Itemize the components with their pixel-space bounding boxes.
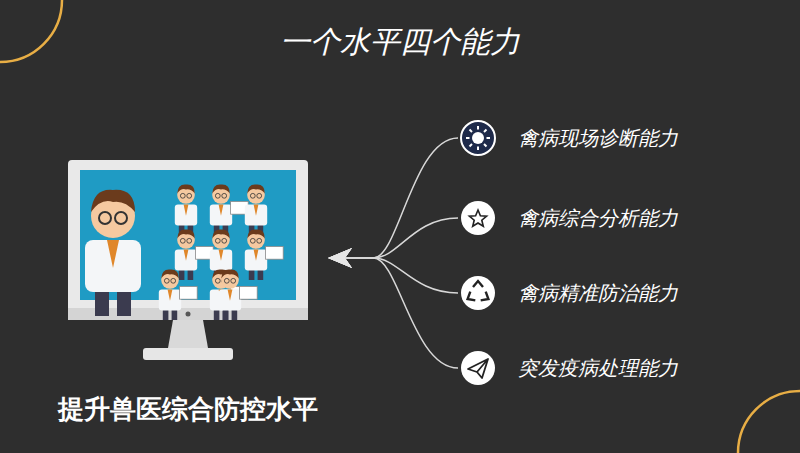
- whiteboard: [240, 286, 258, 299]
- whiteboard: [180, 286, 198, 299]
- doctor-figure: [85, 190, 141, 316]
- capability-item: 突发疫病处理能力: [458, 348, 678, 388]
- item-icon: [458, 348, 498, 388]
- branch-connector: [328, 248, 458, 368]
- monitor-caption: 提升兽医综合防控水平: [58, 392, 328, 427]
- doctor-figure: [210, 185, 232, 235]
- doctor-figure: [219, 270, 241, 320]
- branch-connector: [328, 248, 458, 293]
- whiteboard: [266, 246, 284, 259]
- monitor-illustration: [58, 158, 328, 368]
- doctor-figure: [245, 230, 267, 280]
- corner-arc: [738, 391, 800, 453]
- branch-connector: [328, 138, 458, 268]
- diagram-title: 一个水平四个能力: [0, 22, 800, 63]
- doctor-figure: [159, 270, 181, 320]
- capability-text: 突发疫病处理能力: [518, 355, 678, 382]
- capability-text: 禽病综合分析能力: [518, 205, 678, 232]
- corner-arc: [0, 0, 62, 62]
- capability-item: 禽病精准防治能力: [458, 273, 678, 313]
- capability-item: 禽病综合分析能力: [458, 198, 678, 238]
- capability-text: 禽病现场诊断能力: [518, 125, 678, 152]
- item-icon: [458, 198, 498, 238]
- capability-text: 禽病精准防治能力: [518, 280, 678, 307]
- doctor-figure: [175, 230, 197, 280]
- item-icon: [458, 118, 498, 158]
- monitor-node: 提升兽医综合防控水平: [58, 158, 328, 427]
- branch-connector: [328, 218, 458, 268]
- capability-item: 禽病现场诊断能力: [458, 118, 678, 158]
- item-icon: [458, 273, 498, 313]
- doctor-figure: [175, 185, 197, 235]
- doctor-figure: [245, 185, 267, 235]
